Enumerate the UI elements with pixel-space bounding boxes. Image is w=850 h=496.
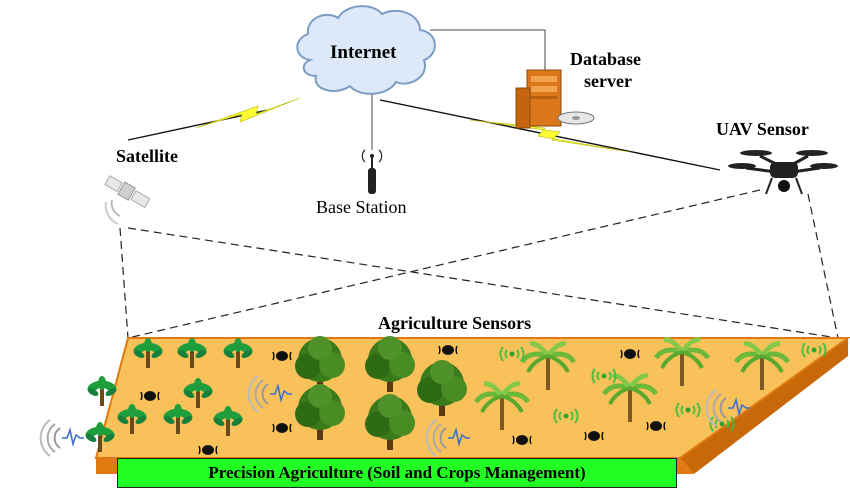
coverage-lines bbox=[119, 189, 839, 339]
uav-sensor-label: UAV Sensor bbox=[716, 119, 809, 139]
precision-agriculture-banner: Precision Agriculture (Soil and Crops Ma… bbox=[117, 458, 677, 488]
satellite-icon bbox=[104, 175, 151, 225]
satellite-label: Satellite bbox=[116, 146, 178, 166]
drone-icon bbox=[728, 150, 838, 195]
internet-label: Internet bbox=[330, 42, 397, 63]
wireless-link-uav bbox=[469, 119, 631, 153]
database-server-icon bbox=[515, 69, 595, 129]
database-server-label: Database server bbox=[570, 48, 641, 92]
cloud-icon bbox=[296, 5, 436, 95]
wireless-link-satellite bbox=[195, 97, 301, 129]
antenna-icon bbox=[361, 149, 383, 194]
precision-agriculture-label: Precision Agriculture (Soil and Crops Ma… bbox=[208, 463, 586, 482]
database-label-line1: Database bbox=[570, 49, 641, 69]
database-label-line2: server bbox=[584, 71, 632, 91]
base-station-label: Base Station bbox=[316, 197, 407, 217]
agriculture-sensors-label: Agriculture Sensors bbox=[378, 313, 532, 333]
